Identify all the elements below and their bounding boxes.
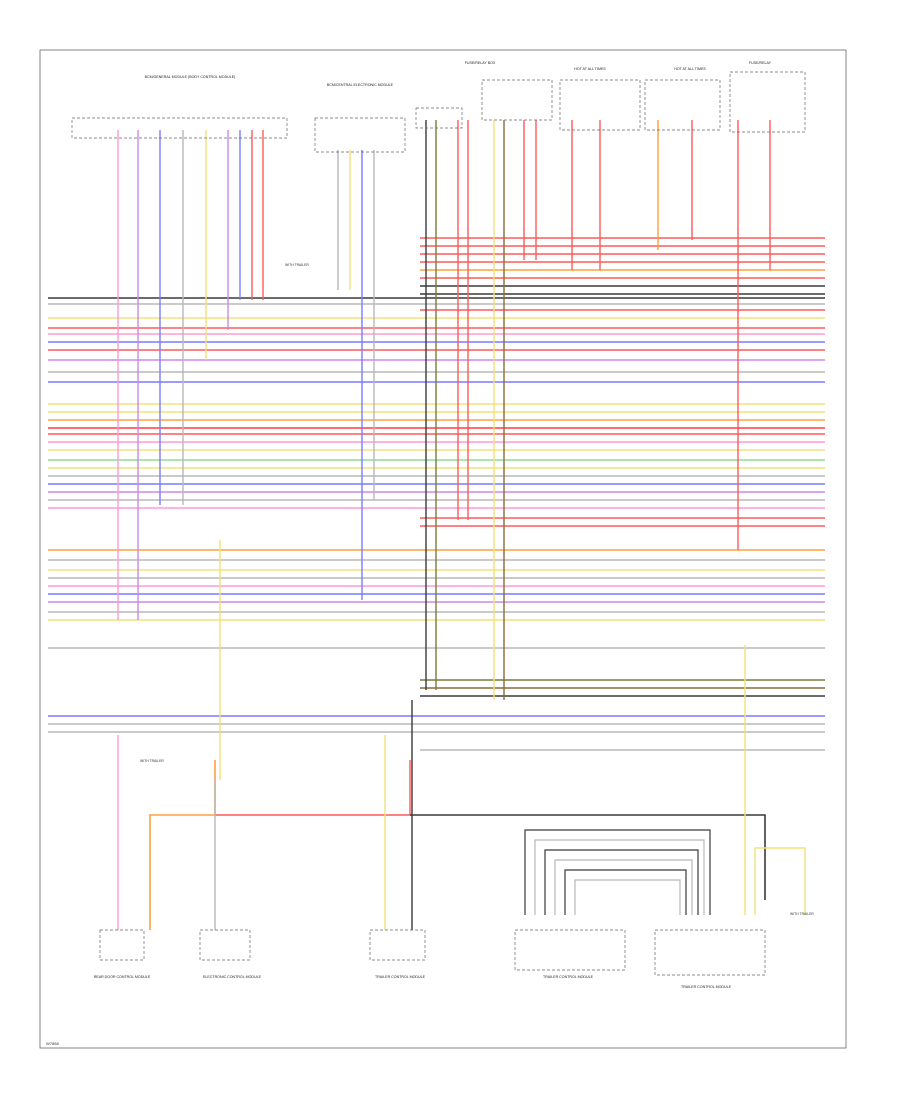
top-label-1: BCM/GENERAL MODULE (BODY CONTROL MODULE) <box>145 75 236 79</box>
wire-segment-93 <box>564 869 687 915</box>
bottom-component-3 <box>514 929 626 971</box>
top-connector-3 <box>481 79 553 121</box>
wire-segment-89 <box>524 829 711 915</box>
top-connector-4 <box>559 79 641 131</box>
side-note-2: WITH TRAILER <box>140 759 164 763</box>
top-label-5: HOT AT ALL TIMES <box>674 67 706 71</box>
wire-segment-80 <box>215 760 411 816</box>
top-connector-0 <box>71 117 288 139</box>
text-group: BCM/GENERAL MODULE (BODY CONTROL MODULE)… <box>46 61 814 1046</box>
wire-segment-88 <box>754 847 806 915</box>
top-label-2: BCM/CENTRAL ELECTRONIC MODULE <box>327 83 394 87</box>
top-connector-1 <box>314 117 406 153</box>
bottom-component-0 <box>99 929 145 961</box>
wire-segment-94 <box>574 879 681 915</box>
bottom-label-4: TRAILER CONTROL MODULE <box>543 975 594 979</box>
bottom-component-4 <box>654 929 766 976</box>
bottom-label-1: REAR DOOR CONTROL MODULE <box>94 975 151 979</box>
wire-group <box>48 120 825 930</box>
side-note-3: WITH TRAILER <box>790 912 814 916</box>
top-label-6: FUSE/RELAY <box>749 61 772 65</box>
top-connector-2 <box>415 107 463 129</box>
top-label-3: FUSE/RELAY BOX <box>465 61 496 65</box>
bottom-component-1 <box>199 929 251 961</box>
wire-segment-90 <box>534 839 705 915</box>
diagram-border <box>39 49 847 1049</box>
wire-segment-92 <box>554 859 693 915</box>
wire-segment-81 <box>410 814 766 900</box>
bottom-component-2 <box>369 929 426 961</box>
bottom-label-5: TRAILER CONTROL MODULE <box>681 985 732 989</box>
bottom-label-2: ELECTRONIC CONTROL MODULE <box>203 975 262 979</box>
bottom-label-3: TRAILER CONTROL MODULE <box>375 975 426 979</box>
top-connector-6 <box>729 71 806 133</box>
wire-segment-79 <box>149 760 216 930</box>
top-label-4: HOT AT ALL TIMES <box>574 67 606 71</box>
footer-code: W7858 <box>46 1041 59 1046</box>
side-note-1: WITH TRAILER <box>285 263 309 267</box>
top-connector-5 <box>644 79 721 131</box>
wire-segment-91 <box>544 849 699 915</box>
component-group <box>71 71 806 976</box>
